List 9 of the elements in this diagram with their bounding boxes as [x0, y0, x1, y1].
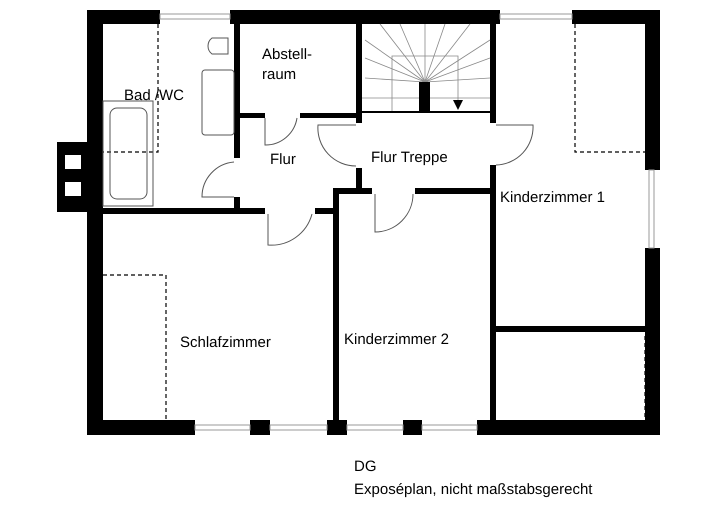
- room-label: Schlafzimmer: [180, 334, 271, 351]
- room-label: Flur Treppe: [371, 149, 448, 166]
- room-label: Kinderzimmer 1: [500, 189, 606, 206]
- room-label: Kinderzimmer 2: [344, 331, 450, 348]
- room-label: Abstell- raum: [262, 46, 312, 83]
- room-label: Bad /WC: [124, 87, 184, 104]
- note-text: Exposéplan, nicht maßstabsgerecht: [354, 481, 592, 498]
- room-label: Flur: [270, 151, 296, 168]
- note-text: DG: [354, 458, 376, 475]
